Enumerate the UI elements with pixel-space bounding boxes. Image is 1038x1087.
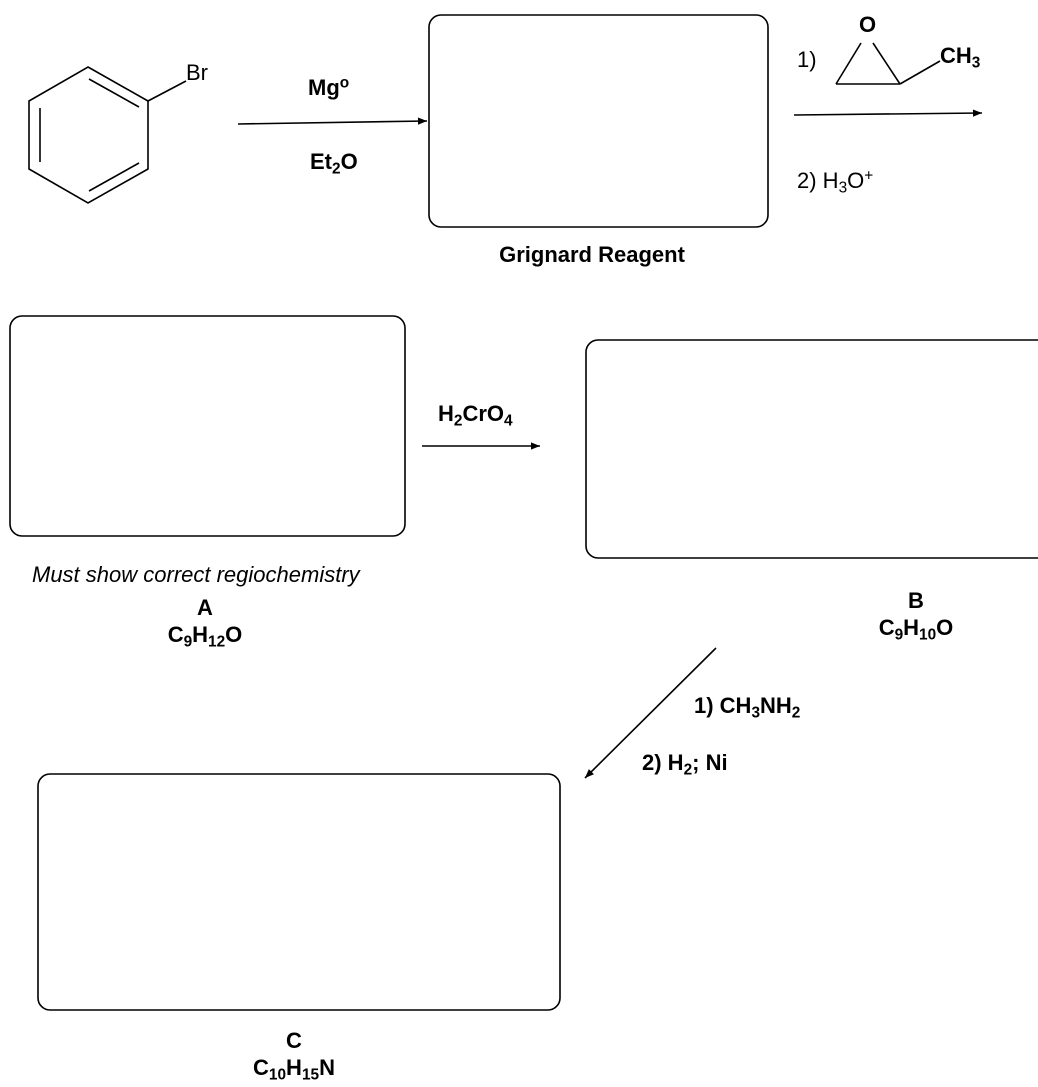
arrow-step1: [237, 117, 428, 125]
answer-box-a[interactable]: [9, 315, 406, 537]
step3-reagent: H2CrO4: [438, 401, 513, 430]
arrow-step4: [584, 647, 717, 779]
c-br-bond: [147, 80, 187, 102]
compound-b-label: B: [908, 588, 924, 613]
grignard-caption: Grignard Reagent: [499, 242, 685, 267]
step4-line1: 1) CH3NH2: [694, 693, 801, 722]
compound-b-formula: C9H10O: [878, 615, 954, 644]
compound-a-formula: C9H12O: [167, 622, 243, 651]
arrow-step2: [793, 109, 983, 117]
answer-box-b[interactable]: [585, 339, 1038, 559]
step2-num1: 1): [797, 47, 817, 72]
compound-a-label: A: [197, 595, 213, 620]
step1-solvent: Et2O: [310, 149, 358, 178]
epoxide-methyl: CH3: [940, 43, 981, 72]
benzene-ring: [28, 66, 187, 204]
step4-line2: 2) H2; Ni: [642, 750, 728, 779]
bromine-label: Br: [186, 60, 208, 85]
step2-num2: 2) H3O+: [797, 167, 874, 197]
epoxide-structure: [835, 42, 941, 85]
grignard-answer-box[interactable]: [428, 14, 769, 228]
compound-c-label: C: [286, 1028, 302, 1053]
methyl-bond: [899, 60, 941, 85]
answer-box-c[interactable]: [37, 773, 561, 1011]
step1-reagent: Mgo: [308, 74, 350, 100]
epoxide-oxygen: O: [859, 12, 877, 37]
regiochemistry-note: Must show correct regiochemistry: [32, 562, 360, 587]
compound-c-formula: C10H15N: [253, 1055, 335, 1084]
